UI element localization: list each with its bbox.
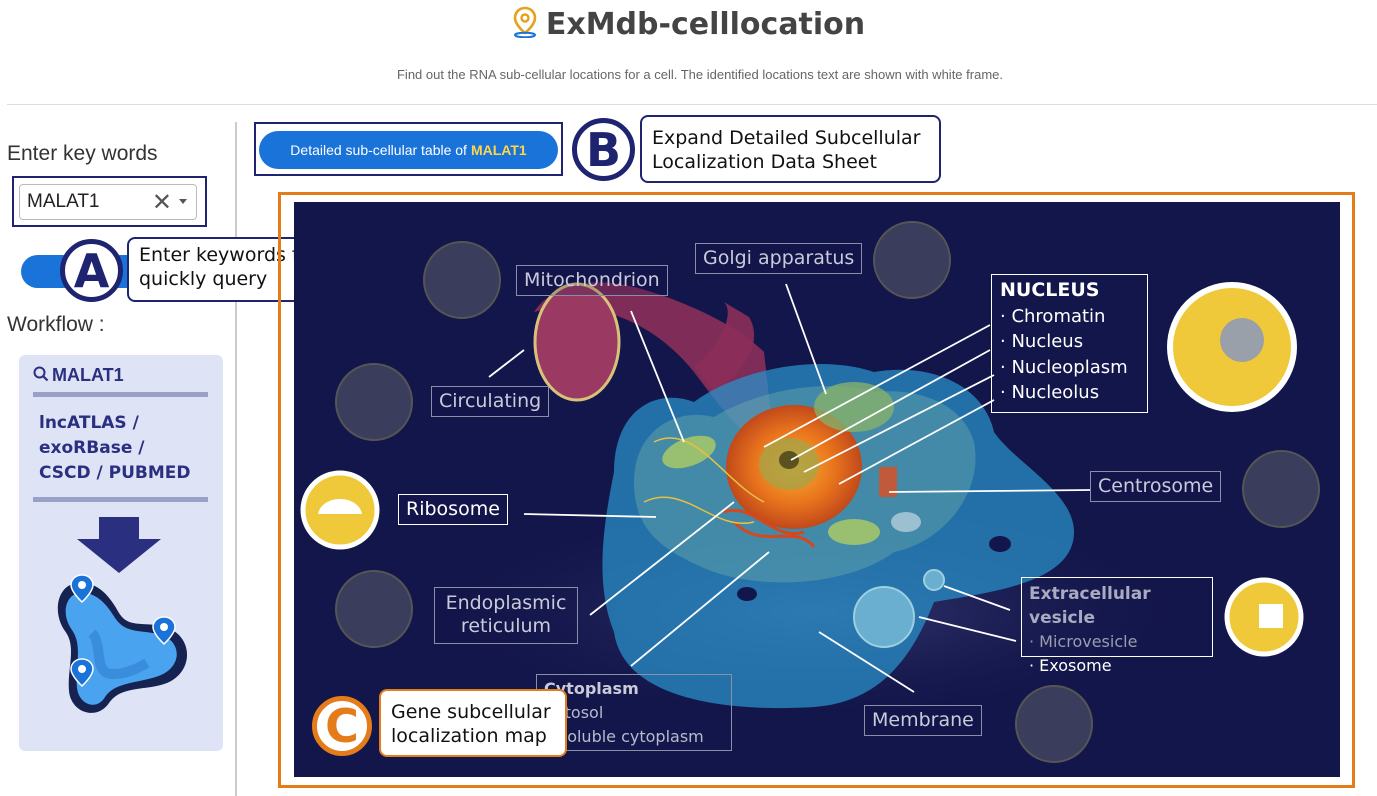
cell-location-illustration (47, 573, 197, 727)
workflow-query: MALAT1 (33, 365, 124, 386)
callout-b-line: Localization Data Sheet (652, 151, 877, 173)
keyword-select[interactable]: MALAT1 ✕ (19, 184, 197, 220)
cytoplasm-box: Cytoplasm Cytosol Insoluble cytoplasm (536, 674, 732, 751)
search-icon (33, 366, 49, 382)
nucleus-item: · Chromatin (1000, 305, 1106, 327)
label-golgi: Golgi apparatus (695, 243, 863, 274)
callout-a-line: Enter keywords for (139, 244, 319, 266)
label-centrosome: Centrosome (1090, 471, 1222, 502)
callout-c-line: Gene subcellular (391, 701, 551, 723)
ev-head: Extracellular vesicle (1029, 584, 1151, 628)
sidebar-divider (235, 122, 237, 796)
app-title-text: ExMdb-celllocation (545, 7, 866, 42)
workflow-query-text: MALAT1 (52, 365, 124, 385)
callout-a-badge: A (60, 239, 123, 302)
callout-c-badge: C (312, 696, 372, 756)
subcellular-map: Golgi apparatus Mitochondrion Circulatin… (294, 202, 1340, 777)
label-mitochondrion: Mitochondrion (516, 265, 668, 296)
nucleus-item: · Nucleus (1000, 331, 1084, 352)
organelle-icons (335, 221, 1320, 763)
label-er-line: Endoplasmic (445, 592, 567, 614)
workflow-panel: MALAT1 lncATLAS / exoRBase / CSCD / PUBM… (19, 355, 223, 751)
workflow-separator (33, 392, 208, 397)
caret-down-icon[interactable] (179, 199, 187, 204)
callout-c-line: localization map (391, 725, 547, 747)
nucleus-item: · Nucleoplasm (1000, 356, 1128, 378)
callout-b-badge: B (572, 118, 635, 181)
ev-microvesicle: · Microvesicle (1029, 632, 1138, 651)
workflow-source: exoRBase / (39, 438, 145, 458)
app-subtitle: Find out the RNA sub-cellular locations … (396, 67, 1003, 82)
keyword-value: MALAT1 (27, 191, 100, 212)
callout-b: Expand Detailed Subcellular Localization… (640, 115, 941, 183)
detailed-table-gene: MALAT1 (470, 142, 527, 158)
label-ribosome: Ribosome (398, 494, 508, 525)
workflow-sources: lncATLAS / exoRBase / CSCD / PUBMED (39, 411, 191, 486)
detail-highlight-frame (254, 122, 563, 176)
keyword-highlight-frame (12, 176, 207, 227)
label-circulating: Circulating (431, 386, 550, 417)
callout-a-line: quickly query (139, 268, 268, 290)
keywords-label: Enter key words (7, 142, 158, 165)
ev-exosome: · Exosome (1029, 656, 1112, 675)
workflow-source: CSCD / PUBMED (39, 463, 191, 483)
cytoplasm-head: Cytoplasm (544, 679, 639, 698)
workflow-source: lncATLAS / (39, 413, 139, 433)
nucleus-head: NUCLEUS (1000, 279, 1100, 301)
location-pin-icon (512, 6, 538, 46)
label-membrane: Membrane (864, 705, 982, 736)
label-endoplasmic-reticulum: Endoplasmic reticulum (434, 587, 578, 644)
workflow-separator (33, 497, 208, 502)
nucleus-box: NUCLEUS · Chromatin · Nucleus · Nucleopl… (991, 274, 1148, 413)
app-title: ExMdb-celllocation (0, 6, 1377, 46)
callout-c: Gene subcellular localization map (379, 689, 567, 757)
workflow-label: Workflow : (7, 313, 105, 336)
detailed-table-button[interactable]: Detailed sub-cellular table of MALAT1 (259, 131, 558, 169)
arrow-down-icon (77, 517, 161, 577)
label-er-line: reticulum (460, 615, 552, 637)
nucleus-item: · Nucleolus (1000, 382, 1100, 403)
clear-icon[interactable]: ✕ (151, 189, 172, 216)
extracellular-vesicle-box: Extracellular vesicle · Microvesicle · E… (1021, 577, 1213, 675)
detailed-table-button-label: Detailed sub-cellular table of (290, 142, 467, 158)
map-highlight-frame (278, 192, 1355, 788)
cytoplasm-item: Insoluble cytoplasm (544, 727, 704, 746)
divider (7, 104, 1377, 105)
cytoplasm-item: Cytosol (544, 703, 604, 722)
cell-illustration (300, 221, 1320, 763)
callout-b-line: Expand Detailed Subcellular (652, 127, 921, 149)
